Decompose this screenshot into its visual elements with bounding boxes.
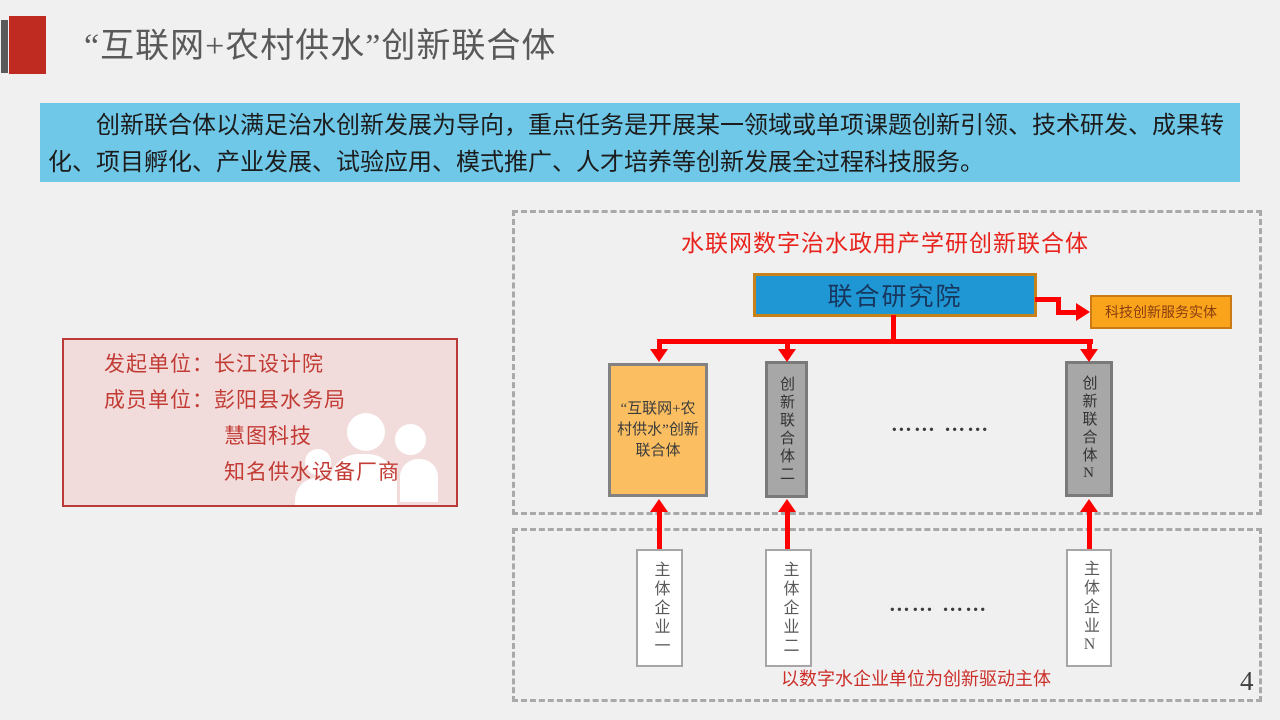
diagram-footnote: 以数字水企业单位为创新驱动主体 (781, 669, 1051, 689)
intro-text: 创新联合体以满足治水创新发展为导向，重点任务是开展某一领域或单项课题创新引领、技… (48, 113, 1224, 176)
ellipsis-upper: …… …… (890, 412, 991, 436)
connector-drop-2 (785, 341, 790, 352)
person-head-large (347, 413, 385, 451)
consortium-panel (512, 210, 1262, 515)
arrow-down-icon-2 (778, 349, 796, 362)
enterprise-panel (512, 528, 1262, 702)
enterprise-box-1-label: 主体企业一 (651, 560, 669, 656)
connector-service-v (1056, 297, 1061, 315)
person-body-medium (400, 459, 438, 502)
ellipsis-lower: …… …… (888, 592, 989, 616)
connector-service-h1 (1035, 297, 1061, 302)
consortium-box-2-label: 创新联合体二 (778, 375, 794, 484)
enterprise-box-n-label: 主体企业N (1081, 560, 1098, 656)
consortium-box-2: 创新联合体二 (765, 361, 808, 498)
arrow-right-icon (1076, 303, 1090, 321)
diagram-title: 水联网数字治水政用产学研创新联合体 (681, 231, 1089, 256)
arrow-up-icon-2 (778, 499, 796, 512)
arrow-down-icon-3 (1080, 349, 1098, 362)
consortium-box-n-label: 创新联合体N (1080, 374, 1097, 484)
person-body-large (329, 454, 397, 505)
title-accent-red-bar (9, 16, 46, 74)
enterprise-box-2: 主体企业二 (765, 549, 812, 667)
research-institute-box: 联合研究院 (753, 273, 1037, 317)
title-accent-gray-bar (1, 20, 8, 73)
initiator-info-box: 发起单位：长江设计院 成员单位：彭阳县水务局 慧图科技 知名供水设备厂商 (62, 338, 458, 507)
consortium-box-internet-water: “互联网+农村供水”创新联合体 (608, 363, 708, 497)
connector-service-h2 (1056, 310, 1078, 315)
connector-up-2 (785, 509, 790, 549)
page-title: “互联网+农村供水”创新联合体 (84, 28, 557, 65)
connector-drop-3 (1087, 341, 1092, 352)
page-number: 4 (1240, 666, 1254, 696)
arrow-up-icon-3 (1080, 499, 1098, 512)
connector-drop-1 (657, 341, 662, 352)
info-line-member-2: 慧图科技 (224, 424, 312, 448)
connector-trunk-vline (891, 315, 896, 341)
consortium-box-n: 创新联合体N (1065, 361, 1113, 497)
connector-up-1 (657, 509, 662, 549)
info-line-member-3: 知名供水设备厂商 (224, 460, 400, 484)
connector-hline (657, 339, 1093, 344)
person-head-medium (395, 424, 426, 455)
intro-banner: 创新联合体以满足治水创新发展为导向，重点任务是开展某一领域或单项课题创新引领、技… (40, 103, 1240, 182)
enterprise-box-2-label: 主体企业二 (780, 560, 798, 656)
connector-up-3 (1087, 509, 1092, 549)
service-entity-box: 科技创新服务实体 (1090, 295, 1232, 329)
info-line-initiator: 发起单位：长江设计院 (104, 352, 324, 376)
person-head-small (305, 449, 331, 475)
info-line-member-1: 成员单位：彭阳县水务局 (104, 388, 346, 412)
enterprise-box-1: 主体企业一 (636, 549, 683, 667)
people-group-icon (282, 402, 458, 505)
arrow-down-icon-1 (650, 349, 668, 362)
arrow-up-icon-1 (650, 499, 668, 512)
enterprise-box-n: 主体企业N (1066, 549, 1112, 667)
